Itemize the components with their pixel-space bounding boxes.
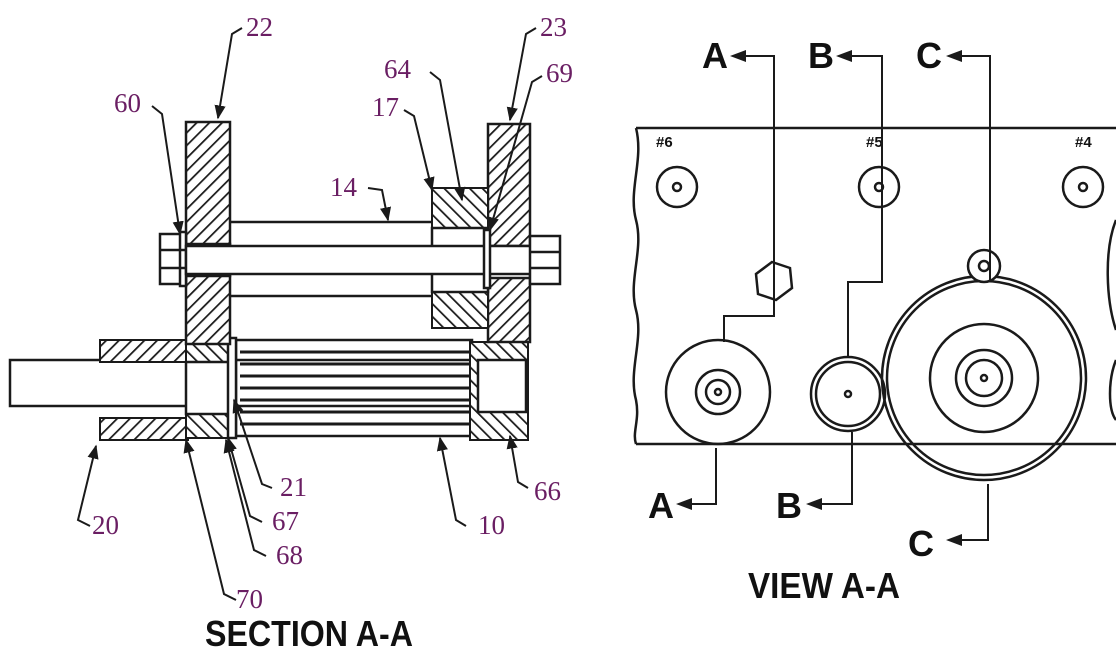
marker-a-top: A	[702, 35, 728, 76]
callout-21: 21	[280, 472, 307, 502]
callout-10: 10	[478, 510, 505, 540]
hex-bolt	[754, 260, 794, 302]
nut-right	[528, 234, 562, 286]
callout-17: 17	[372, 92, 399, 122]
collar-top	[99, 339, 189, 363]
callout-70: 70	[236, 584, 263, 614]
section-a-a: 22 23 64 69 60 17 14 21 66 20 67 10 68 7…	[8, 12, 573, 653]
section-title: SECTION A-A	[205, 613, 413, 653]
lower-shaft	[8, 358, 527, 408]
hole-label-5: #5	[866, 134, 883, 151]
marker-b-bottom: B	[776, 485, 802, 526]
hole-6	[655, 165, 699, 209]
hole-label-4: #4	[1075, 134, 1092, 151]
left-bearing-bore	[184, 360, 234, 416]
callout-14: 14	[330, 172, 358, 202]
bolt-shank	[184, 244, 534, 276]
callout-20: 20	[92, 510, 119, 540]
right-bearing-bore	[476, 358, 528, 414]
marker-c-top: C	[916, 35, 942, 76]
gear-a	[664, 338, 772, 446]
section-arrows	[676, 50, 962, 546]
callout-22: 22	[246, 12, 273, 42]
callout-68: 68	[276, 540, 303, 570]
callout-67: 67	[272, 506, 299, 536]
gear-teeth	[240, 350, 470, 426]
hole-5	[857, 165, 901, 209]
callout-66: 66	[534, 476, 561, 506]
marker-a-bottom: A	[648, 485, 674, 526]
view-title: VIEW A-A	[748, 565, 900, 606]
section-lines	[682, 55, 991, 541]
washer-21	[226, 336, 238, 440]
callout-23: 23	[540, 12, 567, 42]
gear-c	[880, 248, 1088, 482]
left-plate	[184, 120, 232, 346]
callout-60: 60	[114, 88, 141, 118]
view-a-a: #6 #5 #4	[632, 35, 1116, 606]
callout-69: 69	[546, 58, 573, 88]
hole-4	[1061, 165, 1105, 209]
gear-b	[809, 355, 887, 433]
leader-lines	[76, 27, 543, 601]
washer-69	[482, 228, 492, 290]
hole-label-6: #6	[656, 134, 673, 151]
callout-64: 64	[384, 54, 412, 84]
collar-bottom	[99, 417, 189, 441]
marker-c-bottom: C	[908, 523, 934, 564]
right-plate	[486, 122, 532, 344]
marker-b-top: B	[808, 35, 834, 76]
